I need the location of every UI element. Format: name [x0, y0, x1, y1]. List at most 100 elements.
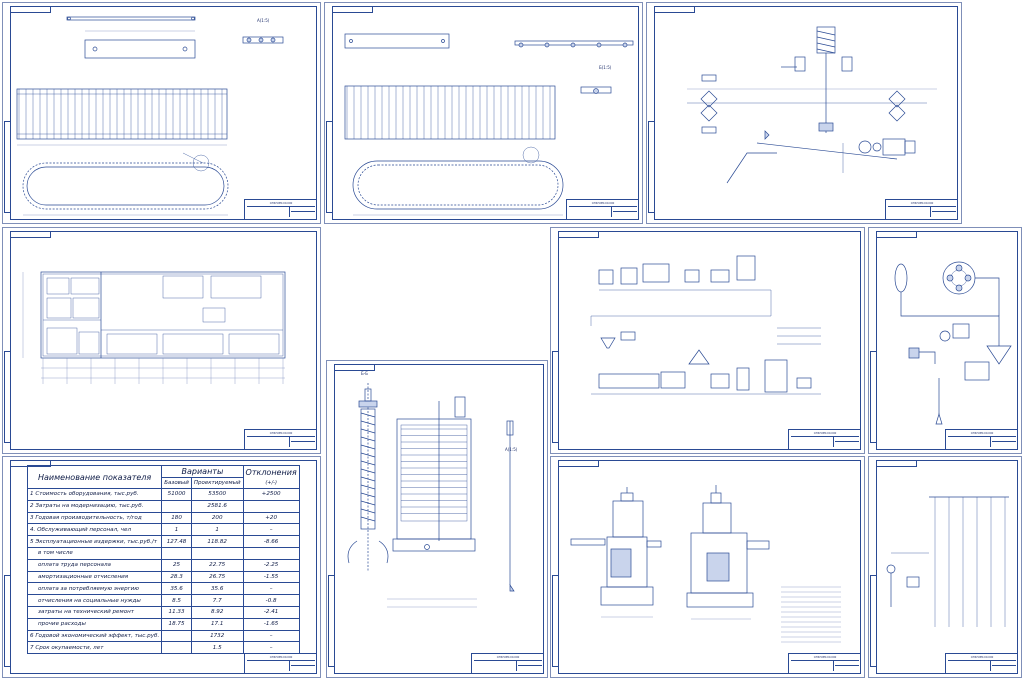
title-block-cells: [291, 207, 315, 212]
title-block-title: [948, 661, 991, 671]
deviation-cell: [242, 546, 300, 560]
deviation-cell: -0.8: [242, 594, 300, 607]
title-block: ОПКН.ВМ.00.000: [244, 199, 317, 220]
indicator-name-cell: амортизационные отчисления: [26, 570, 163, 584]
base-value-cell: 180: [161, 511, 192, 525]
sheet-frame: [558, 460, 861, 674]
title-block: ОПКН.ВМ.00.000: [788, 429, 861, 450]
sheet-frame: [654, 6, 958, 220]
title-block-cells: [291, 661, 315, 666]
title-block-cells: [992, 661, 1016, 666]
title-block-code: ОПКН.ВМ.00.000: [474, 655, 542, 661]
proj-value-cell: [190, 546, 244, 560]
drawing-sheet-machine-view[interactable]: ОПКН.ВМ.00.000: [550, 456, 865, 678]
side-strip: [4, 575, 11, 667]
title-block-title: [791, 437, 834, 447]
base-value-cell: [161, 641, 192, 655]
deviation-cell: -1.55: [242, 570, 300, 584]
side-strip: [552, 575, 559, 667]
deviation-cell: [242, 499, 300, 513]
deviation-cell: -1.65: [242, 617, 300, 631]
base-value-cell: 11.33: [161, 605, 192, 619]
header-deviation: Отклонения (+/-): [242, 465, 300, 489]
sheet-frame: [876, 460, 1018, 674]
proj-value-cell: 1732: [190, 629, 244, 643]
header-deviation-text: Отклонения: [245, 468, 297, 477]
proj-value-cell: 1.5: [190, 641, 244, 655]
indicator-name-cell: 5 Эксплуатационные издержки, тыс.руб./т: [26, 535, 163, 548]
title-block: ОПКН.ВМ.00.000: [945, 653, 1018, 674]
title-block-title: [569, 207, 612, 217]
indicator-name-cell: 3 Годовая производительность, т/год: [26, 511, 163, 525]
title-block: ОПКН.ВМ.00.000: [566, 199, 639, 220]
deviation-cell: –: [242, 523, 300, 537]
proj-value-cell: 22.75: [190, 558, 244, 572]
conveyor-chain-drawing-variant: [344, 33, 634, 216]
title-block: ОПКН.ВМ.00.000: [945, 429, 1018, 450]
indicator-name-cell: 4. Обслуживающий персонал, чел: [26, 523, 163, 537]
proj-value-cell: 26.75: [190, 570, 244, 584]
title-block-code: ОПКН.ВМ.00.000: [948, 431, 1016, 437]
proj-value-cell: 7.7: [190, 594, 244, 607]
view-label-b: Б(1:5): [599, 65, 612, 70]
drawing-sheet-indicators-table[interactable]: Наименование показателя Варианты Отклоне…: [2, 456, 321, 678]
side-strip: [648, 121, 655, 213]
indicator-name-cell: 1 Стоимость оборудования, тыс.руб.: [26, 488, 163, 501]
indicator-name-cell: оплата за потребляемую энергию: [26, 582, 163, 596]
base-value-cell: 18.75: [161, 617, 192, 631]
proj-value-cell: 53500: [190, 488, 244, 501]
section-assembly-drawing: [347, 383, 515, 608]
indicator-name-cell: оплата труда персонала: [26, 558, 163, 572]
sheet-frame: [10, 6, 317, 220]
sheet-frame: [10, 231, 317, 450]
sheet-corner-tab: [558, 460, 599, 467]
side-strip: [326, 121, 333, 213]
proj-value-cell: 35.6: [190, 582, 244, 596]
side-strip: [870, 351, 877, 443]
drawing-sheet-conveyor-1[interactable]: А(1:5) ОПКН.ВМ.00.000: [2, 2, 321, 224]
sheet-corner-tab: [876, 231, 917, 238]
table-row: 2 Затраты на модернизацию, тыс.руб.2581.…: [26, 499, 300, 513]
indicator-name-cell: 2 Затраты на модернизацию, тыс.руб.: [26, 499, 163, 513]
pneumatic-scheme-drawing: [894, 261, 1012, 425]
drawing-sheet-kinematic[interactable]: ОПКН.ВМ.00.000: [646, 2, 962, 224]
side-strip: [4, 121, 11, 213]
base-value-cell: 127.48: [161, 535, 192, 548]
sheet-corner-tab: [558, 231, 599, 238]
sheet-corner-tab: [10, 6, 51, 13]
base-value-cell: [161, 499, 192, 513]
base-value-cell: 1: [161, 523, 192, 537]
title-block: ОПКН.ВМ.00.000: [244, 429, 317, 450]
sheet-corner-tab: [334, 364, 375, 371]
machine-general-view-drawing: [570, 485, 841, 643]
deviation-cell: +2500: [242, 488, 300, 501]
side-strip: [552, 351, 559, 443]
base-value-cell: 25: [161, 558, 192, 572]
indicator-name-cell: 7 Срок окупаемости, лет: [26, 641, 163, 655]
title-block-code: ОПКН.ВМ.00.000: [888, 201, 956, 207]
sheet-corner-tab: [10, 231, 51, 238]
title-block: ОПКН.ВМ.00.000: [885, 199, 958, 220]
header-base: Базовый: [161, 477, 192, 489]
drawing-sheet-floor-plan[interactable]: ОПКН.ВМ.00.000: [2, 227, 321, 454]
section-label-bb: Б-Б: [361, 371, 368, 376]
sheet-frame: [334, 364, 544, 674]
title-block-title: [247, 437, 290, 447]
drawing-sheet-conveyor-2[interactable]: Б(1:5) ОПКН.ВМ.00.000: [324, 2, 643, 224]
title-block-cells: [291, 437, 315, 442]
header-name: Наименование показателя: [26, 465, 163, 489]
indicator-name-cell: прочие расходы: [26, 617, 163, 631]
title-block-cells: [992, 437, 1016, 442]
drawing-sheet-process-flow[interactable]: ОПКН.ВМ.00.000: [550, 227, 865, 454]
drawing-sheet-section-assembly[interactable]: Б-Б А(1:5) ОПКН.ВМ.00.000: [326, 360, 548, 678]
indicator-name-cell: 6 Годовой экономический эффект, тыс.руб.: [26, 629, 163, 643]
drawing-sheet-electrical[interactable]: ОПКН.ВМ.00.000: [868, 456, 1022, 678]
drawing-sheet-pneumatic[interactable]: ОПКН.ВМ.00.000: [868, 227, 1022, 454]
